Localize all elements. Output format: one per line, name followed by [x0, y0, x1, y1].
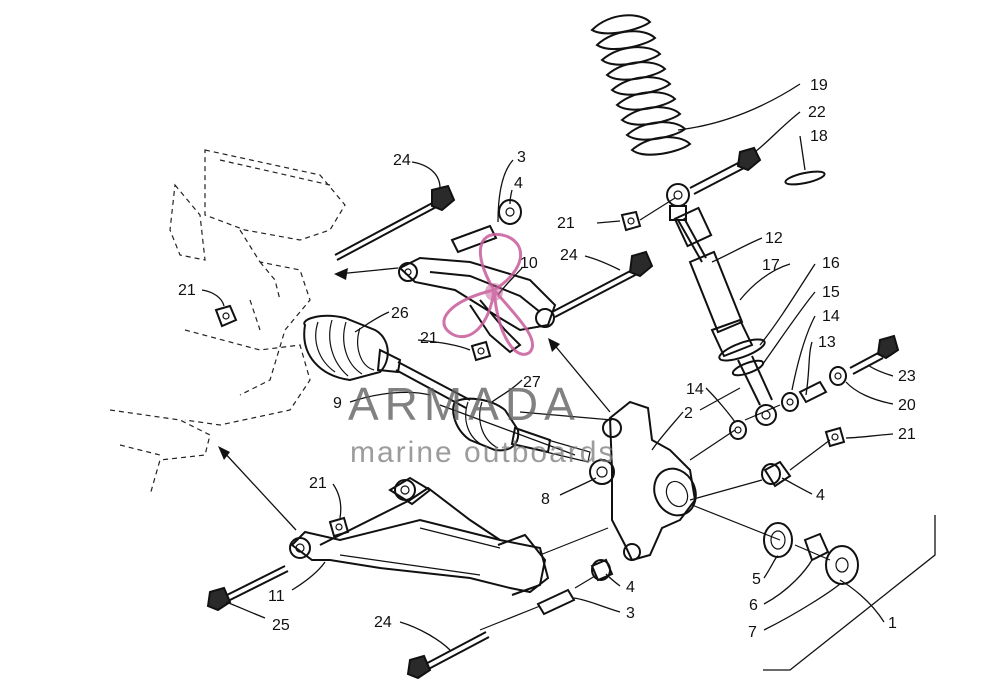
assembly-axis-lines — [439, 197, 831, 631]
callout-3-top: 3 — [517, 149, 526, 166]
callout-11: 11 — [268, 588, 285, 605]
upper-bushings — [450, 199, 522, 254]
callout-7: 7 — [748, 624, 757, 641]
callout-5: 5 — [752, 571, 761, 588]
watermark-subtitle: marine outboards — [350, 436, 615, 469]
callout-15: 15 — [822, 284, 840, 301]
callout-6: 6 — [749, 597, 758, 614]
callout-27: 27 — [523, 374, 541, 391]
callout-1: 1 — [888, 615, 897, 632]
callout-4-right: 4 — [816, 487, 825, 504]
callout-21-middle: 21 — [420, 330, 438, 347]
steering-knuckle — [589, 400, 697, 562]
callout-21-top: 21 — [557, 215, 575, 232]
lower-a-arm — [289, 476, 550, 596]
callout-4-top: 4 — [514, 175, 523, 192]
watermark: ARMADA marine outboards — [348, 232, 615, 469]
lower-bushings — [536, 558, 614, 616]
direction-arrows — [218, 267, 611, 531]
callout-10: 10 — [520, 255, 538, 272]
callout-12: 12 — [765, 230, 783, 247]
callout-13: 13 — [818, 334, 836, 351]
watermark-title: ARMADA — [348, 378, 581, 430]
callout-3-bottom: 3 — [626, 605, 635, 622]
shock-top-hardware — [620, 146, 826, 232]
shock-absorber — [666, 183, 777, 426]
callout-23: 23 — [898, 368, 916, 385]
watermark-flower-logo — [442, 232, 535, 356]
callout-24-middle: 24 — [560, 247, 578, 264]
callout-24-top-left: 24 — [393, 152, 411, 169]
callout-26: 26 — [391, 305, 409, 322]
callout-18: 18 — [810, 128, 828, 145]
callout-14-left: 14 — [686, 381, 704, 398]
callout-14-right: 14 — [822, 308, 840, 325]
callout-17: 17 — [762, 257, 780, 274]
callout-2: 2 — [684, 405, 693, 422]
hub-parts — [763, 522, 859, 585]
cv-axle — [303, 314, 591, 463]
leader-lines — [201, 83, 936, 671]
upper-middle-long-bolt — [551, 250, 654, 318]
callout-labels: 24 3 4 21 10 24 21 26 9 27 19 22 18 21 1… — [178, 77, 916, 641]
shock-bottom-hardware — [729, 334, 900, 440]
callout-21-lower: 21 — [309, 475, 327, 492]
coil-spring — [590, 14, 692, 156]
callout-9: 9 — [333, 395, 342, 412]
callout-20: 20 — [898, 397, 916, 414]
callout-21-left: 21 — [178, 282, 196, 299]
upper-left-long-bolt — [334, 184, 456, 261]
lower-bolts — [206, 565, 490, 680]
callout-22: 22 — [808, 104, 826, 121]
right-bushing — [761, 460, 792, 488]
callout-16: 16 — [822, 255, 840, 272]
frame-outline — [109, 149, 346, 496]
callout-25: 25 — [272, 617, 290, 634]
callout-4-bottom: 4 — [626, 579, 635, 596]
callout-19: 19 — [810, 77, 828, 94]
callout-21-right: 21 — [898, 426, 916, 443]
callout-24-bottom: 24 — [374, 614, 392, 631]
callout-8: 8 — [541, 491, 550, 508]
